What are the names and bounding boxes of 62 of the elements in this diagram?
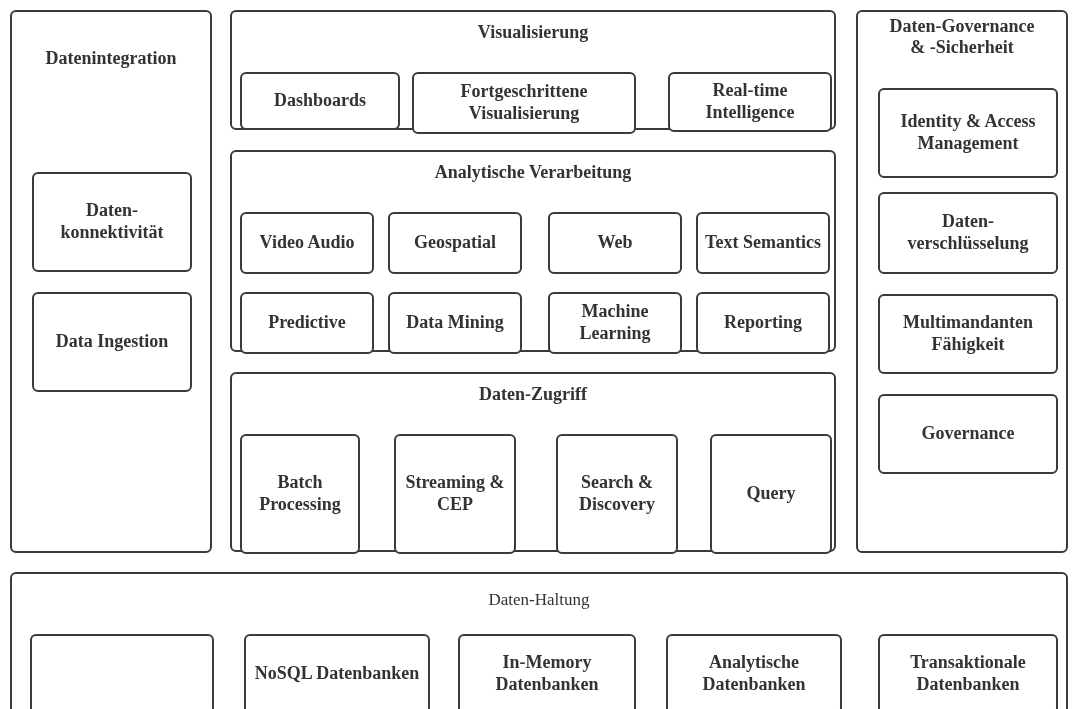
box-label: Web [596, 232, 634, 254]
group-panel [230, 150, 836, 352]
box-label: Machine Learning [578, 301, 652, 345]
component-box [548, 292, 682, 354]
component-box [548, 212, 682, 274]
box-label: Data Mining [405, 312, 505, 334]
component-box [878, 634, 1058, 709]
component-box [878, 192, 1058, 274]
box-label: In-Memory Datenbanken [494, 652, 600, 696]
component-box [32, 292, 192, 392]
box-label: Text Semantics [704, 232, 822, 254]
component-box [666, 634, 842, 709]
box-label: Multimandanten Fähigkeit [902, 312, 1034, 356]
box-label: Streaming & CEP [404, 472, 506, 516]
group-panel [10, 10, 212, 553]
group-title: Analytische Verarbeitung [433, 162, 633, 183]
component-box [388, 292, 522, 354]
component-box [244, 634, 430, 709]
box-label: NoSQL Datenbanken [253, 663, 421, 685]
component-box [878, 294, 1058, 374]
component-box [394, 434, 516, 554]
component-box [878, 88, 1058, 178]
box-label: Dashboards [273, 90, 367, 112]
component-box [710, 434, 832, 554]
box-label: Query [745, 483, 797, 505]
component-box [240, 72, 400, 130]
component-box [32, 172, 192, 272]
component-box [240, 292, 374, 354]
component-box [696, 292, 830, 354]
component-box [388, 212, 522, 274]
box-label: Governance [920, 423, 1016, 445]
group-title: Daten-Governance & -Sicherheit [888, 16, 1036, 58]
component-box [556, 434, 678, 554]
box-label: Transaktionale Datenbanken [909, 652, 1027, 696]
box-label: Identity & Access Management [899, 111, 1037, 155]
box-label: Predictive [267, 312, 347, 334]
group-panel [230, 372, 836, 552]
box-label: Search & Discovery [578, 472, 656, 516]
group-title: Visualisierung [476, 22, 590, 43]
component-box [240, 434, 360, 554]
box-label: Real-time Intelligence [704, 80, 796, 124]
component-box [668, 72, 832, 132]
empty-box [30, 634, 214, 709]
group-panel [856, 10, 1068, 553]
box-label: Reporting [723, 312, 803, 334]
box-label: Fortgeschrittene Visualisierung [459, 81, 589, 125]
component-box [878, 394, 1058, 474]
component-box [240, 212, 374, 274]
box-label: Daten- konnektivität [59, 200, 165, 244]
group-title: Daten-Zugriff [478, 384, 589, 405]
group-title: Datenintegration [44, 48, 178, 69]
group-panel [10, 572, 1068, 709]
box-label: Video Audio [258, 232, 356, 254]
box-label: Daten- verschlüsselung [906, 211, 1030, 255]
component-box [412, 72, 636, 134]
group-title: Daten-Haltung [487, 590, 591, 610]
component-box [458, 634, 636, 709]
box-label: Geospatial [413, 232, 497, 254]
component-box [696, 212, 830, 274]
box-label: Batch Processing [258, 472, 342, 516]
box-label: Data Ingestion [54, 331, 170, 353]
box-label: Analytische Datenbanken [701, 652, 807, 696]
